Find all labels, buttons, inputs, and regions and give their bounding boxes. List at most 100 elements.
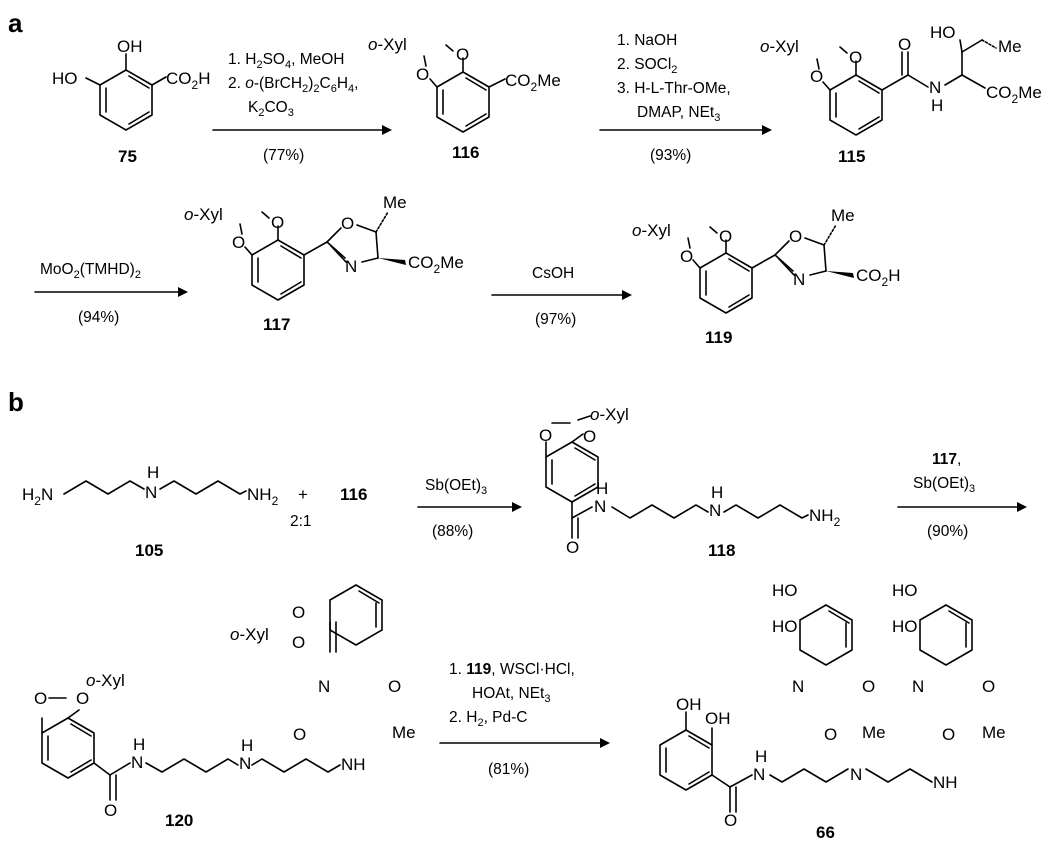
atom-ho: HO — [772, 617, 798, 636]
group-h2n: H2N — [22, 485, 53, 508]
atom-o: O — [292, 633, 305, 652]
atom-n: N — [239, 754, 251, 773]
conditions-step-7: 1. 119, WSCl·HCl, HOAt, NEt3 2. H2, Pd-C… — [449, 661, 575, 778]
oxyl-label: o-Xyl — [632, 221, 671, 240]
svg-text:CsOH: CsOH — [532, 265, 574, 282]
svg-text:(81%): (81%) — [488, 761, 529, 778]
atom-ho: HO — [892, 581, 918, 600]
group-nh2: NH2 — [809, 506, 841, 529]
arrow-head-4 — [622, 290, 632, 300]
svg-text:(77%): (77%) — [263, 147, 304, 164]
compound-120: O O o-Xyl O N H N H NH O N O Me O O o-Xy… — [34, 584, 416, 830]
group-me: Me — [862, 723, 886, 742]
conditions-step-3: MoO2(TMHD)2 (94%) — [40, 261, 141, 326]
svg-text:(97%): (97%) — [535, 311, 576, 328]
atom-h: H — [241, 736, 253, 755]
svg-text:(94%): (94%) — [78, 309, 119, 326]
svg-text:2. o-(BrCH2)2C6H4,: 2. o-(BrCH2)2C6H4, — [228, 75, 358, 95]
atom-o: O — [566, 538, 579, 557]
compound-number-119: 119 — [705, 328, 732, 347]
atom-o: O — [104, 801, 117, 820]
svg-text:1. H2SO4, MeOH: 1. H2SO4, MeOH — [228, 51, 345, 71]
atom-oh: OH — [117, 37, 143, 56]
svg-text:(88%): (88%) — [432, 523, 473, 540]
svg-text:HOAt, NEt3: HOAt, NEt3 — [472, 685, 550, 705]
group-me: Me — [383, 193, 407, 212]
atom-nh: NH — [341, 755, 366, 774]
svg-text:117,: 117, — [932, 451, 961, 468]
atom-ho: HO — [772, 581, 798, 600]
atom-h: H — [755, 747, 767, 766]
atom-o: O — [849, 48, 862, 67]
atom-o: O — [341, 214, 354, 233]
atom-n: N — [131, 753, 143, 772]
oxyl-label: o-Xyl — [230, 625, 269, 644]
group-co2me: CO2Me — [505, 71, 561, 94]
atom-h: H — [596, 479, 608, 498]
compound-119: o-Xyl O O O N Me CO2H 119 — [632, 206, 900, 347]
atom-n: N — [929, 78, 941, 97]
atom-n: N — [912, 677, 924, 696]
compound-number-117: 117 — [263, 315, 290, 334]
atom-o: O — [810, 67, 823, 86]
compound-118: O O o-Xyl O N H N H NH2 118 — [539, 405, 841, 560]
atom-oh: OH — [705, 709, 731, 728]
oxyl-label: o-Xyl — [590, 405, 629, 424]
atom-o: O — [34, 689, 47, 708]
atom-o: O — [862, 677, 875, 696]
conditions-step-1: 1. H2SO4, MeOH 2. o-(BrCH2)2C6H4, K2CO3 … — [228, 51, 358, 164]
svg-text:K2CO3: K2CO3 — [248, 99, 294, 119]
panel-label-a: a — [8, 8, 23, 38]
compound-75: OH HO CO2H 75 — [52, 37, 210, 166]
atom-o: O — [388, 677, 401, 696]
conditions-step-5: Sb(OEt)3 (88%) — [425, 477, 487, 540]
atom-o: O — [456, 45, 469, 64]
svg-text:(90%): (90%) — [927, 523, 968, 540]
conditions-step-6: 117, Sb(OEt)3 (90%) — [913, 451, 975, 540]
arrow-head-7 — [600, 738, 610, 748]
atom-n: N — [753, 765, 765, 784]
compound-number-115: 115 — [838, 147, 865, 166]
atom-h: H — [133, 735, 145, 754]
atom-ho: HO — [930, 23, 956, 42]
compound-number-116: 116 — [452, 143, 479, 162]
atom-n: N — [792, 677, 804, 696]
svg-text:3. H-L-Thr-OMe,: 3. H-L-Thr-OMe, — [617, 80, 731, 97]
atom-n: N — [709, 501, 721, 520]
compound-number-66: 66 — [816, 823, 835, 842]
svg-text:MoO2(TMHD)2: MoO2(TMHD)2 — [40, 261, 141, 281]
compound-number-116-reagent: 116 — [340, 485, 367, 504]
atom-oh: OH — [676, 695, 702, 714]
group-co2me: CO2Me — [408, 253, 464, 276]
compound-66: OH OH O N H N NH O N O Me O N O Me HO HO… — [659, 581, 1006, 842]
atom-n: N — [345, 257, 357, 276]
atom-o: O — [724, 811, 737, 830]
svg-text:Sb(OEt)3: Sb(OEt)3 — [913, 475, 975, 495]
compound-115: o-Xyl O O O N H HO Me CO2Me 115 — [760, 23, 1042, 166]
arrow-head-6 — [1017, 502, 1027, 512]
atom-n: N — [145, 483, 157, 502]
atom-o: O — [583, 427, 596, 446]
stoichiometry-ratio: 2:1 — [290, 513, 312, 530]
atom-n: N — [318, 677, 330, 696]
group-co2me: CO2Me — [986, 83, 1042, 106]
group-co2h: CO2H — [856, 266, 900, 289]
arrow-head-2 — [762, 125, 772, 135]
atom-h: H — [147, 463, 159, 482]
atom-o: O — [824, 725, 837, 744]
svg-text:1. 119, WSCl·HCl,: 1. 119, WSCl·HCl, — [449, 661, 575, 678]
atom-o: O — [292, 603, 305, 622]
atom-o: O — [942, 725, 955, 744]
compound-number-118: 118 — [708, 541, 735, 560]
atom-o: O — [719, 227, 732, 246]
atom-ho: HO — [892, 617, 918, 636]
arrow-head-3 — [178, 287, 188, 297]
svg-text:Sb(OEt)3: Sb(OEt)3 — [425, 477, 487, 497]
conditions-step-4: CsOH (97%) — [532, 265, 576, 328]
svg-text:2. SOCl2: 2. SOCl2 — [617, 56, 677, 76]
atom-o: O — [982, 677, 995, 696]
atom-n: N — [594, 497, 606, 516]
atom-o: O — [539, 426, 552, 445]
plus-sign: + — [298, 485, 308, 504]
